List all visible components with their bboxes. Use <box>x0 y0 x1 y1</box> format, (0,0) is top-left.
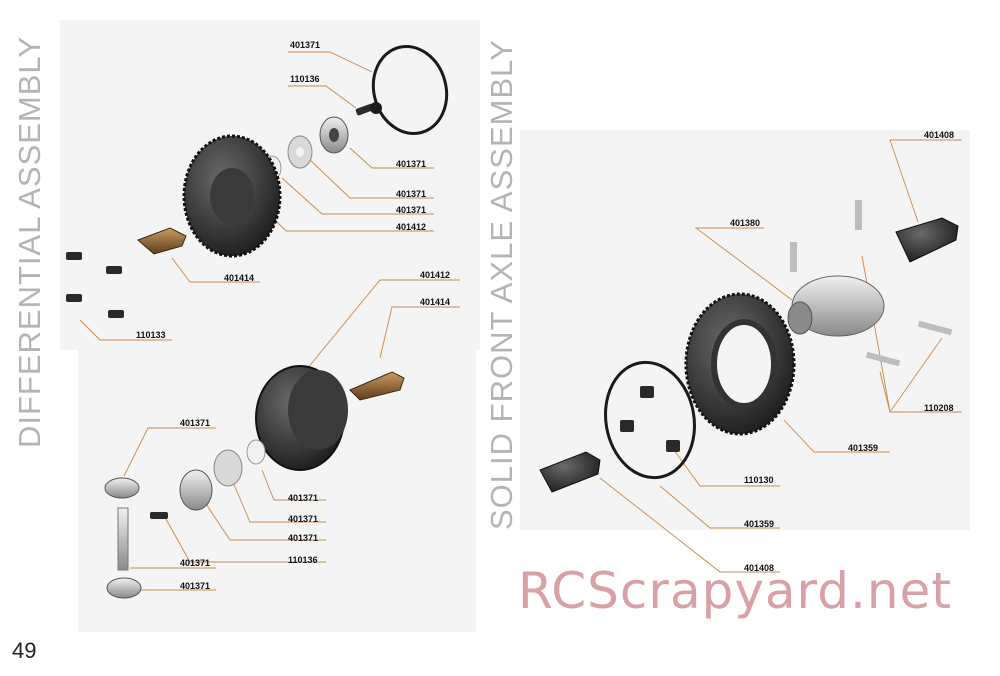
part-label: 401380 <box>730 218 761 228</box>
part-label: 401408 <box>744 563 775 573</box>
part-label: 401371 <box>288 514 319 524</box>
part-label: 401359 <box>744 519 775 529</box>
part-label: 401371 <box>288 533 319 543</box>
part-label: 401371 <box>180 558 211 568</box>
part-label: 110208 <box>924 403 954 413</box>
part-label: 110136 <box>288 555 318 565</box>
leader-lines <box>79 51 962 591</box>
part-label: 401371 <box>288 493 319 503</box>
part-label: 110136 <box>290 74 320 84</box>
part-label: 401412 <box>420 270 451 280</box>
part-label: 110133 <box>136 330 166 340</box>
part-label: 110130 <box>744 475 774 485</box>
part-label: 401371 <box>396 205 427 215</box>
part-label: 401414 <box>224 273 255 283</box>
part-label: 401414 <box>420 297 451 307</box>
watermark: RCScrapyard.net <box>518 562 952 620</box>
part-label: 401408 <box>924 130 955 140</box>
part-label: 401371 <box>396 159 427 169</box>
part-label: 401371 <box>396 189 427 199</box>
part-label: 401371 <box>290 40 321 50</box>
page-number: 49 <box>12 638 37 663</box>
part-label: 401412 <box>396 222 427 232</box>
part-label: 401359 <box>848 443 879 453</box>
part-label: 401371 <box>180 581 211 591</box>
part-label: 401371 <box>180 418 211 428</box>
